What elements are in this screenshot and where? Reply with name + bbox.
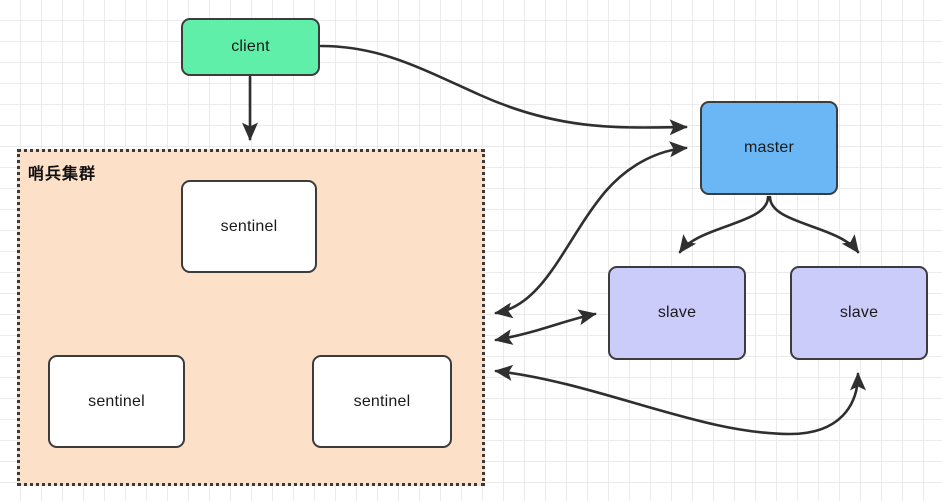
- node-sentinel-bottom-right[interactable]: sentinel: [312, 355, 452, 448]
- edge-sentinel-cluster-to-slave-left: [494, 309, 597, 345]
- node-slave-left-label: slave: [657, 304, 697, 321]
- node-sentinel-top-label: sentinel: [220, 217, 278, 235]
- edge-client-to-master: [319, 44, 688, 136]
- node-master-label: master: [743, 139, 795, 156]
- node-client-label: client: [231, 38, 270, 55]
- node-sentinel-bottom-left[interactable]: sentinel: [48, 355, 185, 448]
- node-slave-left[interactable]: slave: [608, 266, 746, 360]
- node-sentinel-top[interactable]: sentinel: [181, 180, 317, 273]
- node-slave-right[interactable]: slave: [790, 266, 928, 360]
- node-slave-right-label: slave: [839, 304, 879, 321]
- edge-master-to-slave-left: [678, 195, 770, 254]
- sentinel-cluster-title: 哨兵集群: [28, 166, 97, 183]
- node-sentinel-bottom-right-label: sentinel: [353, 392, 411, 410]
- edge-sentinel-cluster-to-slave-right: [494, 364, 866, 436]
- edge-master-to-slave-right: [768, 195, 860, 254]
- node-sentinel-bottom-left-label: sentinel: [88, 392, 145, 410]
- node-client[interactable]: client: [181, 18, 320, 76]
- node-master[interactable]: master: [700, 101, 838, 195]
